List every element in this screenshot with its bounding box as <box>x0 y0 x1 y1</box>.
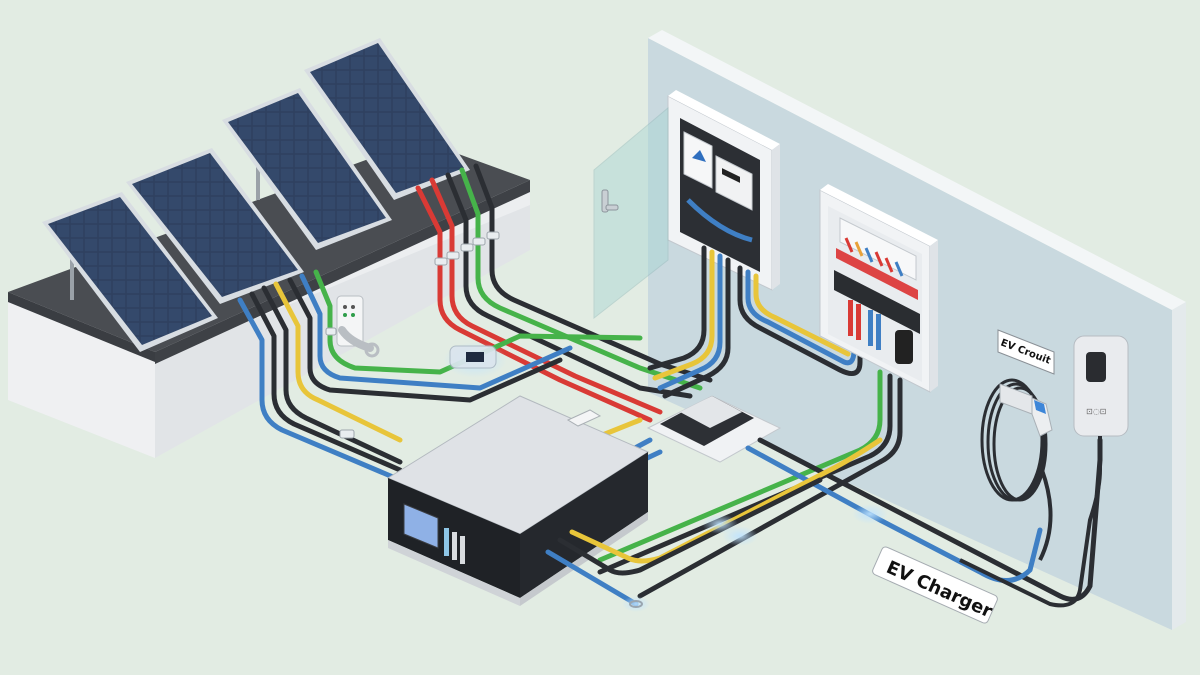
ev-charger-label: EV Charger <box>872 546 998 624</box>
solar-panel-1 <box>42 192 218 352</box>
solar-panel-2 <box>126 148 304 304</box>
meter-cabinet <box>593 90 780 320</box>
cable-bundle-roof <box>237 163 713 483</box>
cable-bundle-inverter <box>545 437 883 607</box>
cable-bundle-meter <box>647 245 863 399</box>
breaker-panel <box>819 184 938 393</box>
charger-icons: ⊡◌⊡ <box>1086 407 1106 416</box>
inverter-unit <box>386 395 650 606</box>
wall-charger: ⊡◌⊡ <box>959 335 1129 608</box>
combiner-hub <box>646 395 782 463</box>
cable-connectors-glow <box>622 504 888 612</box>
breaker-wires <box>844 237 904 277</box>
cable-clips <box>325 231 500 439</box>
solar-panel-3 <box>222 88 392 250</box>
dc-junction-box <box>443 342 507 378</box>
roof-junction-socket <box>336 295 380 358</box>
solar-panel-4 <box>304 38 470 200</box>
charging-cable-coil <box>980 378 1053 561</box>
charging-connector <box>999 383 1053 437</box>
solar-array <box>42 38 470 352</box>
